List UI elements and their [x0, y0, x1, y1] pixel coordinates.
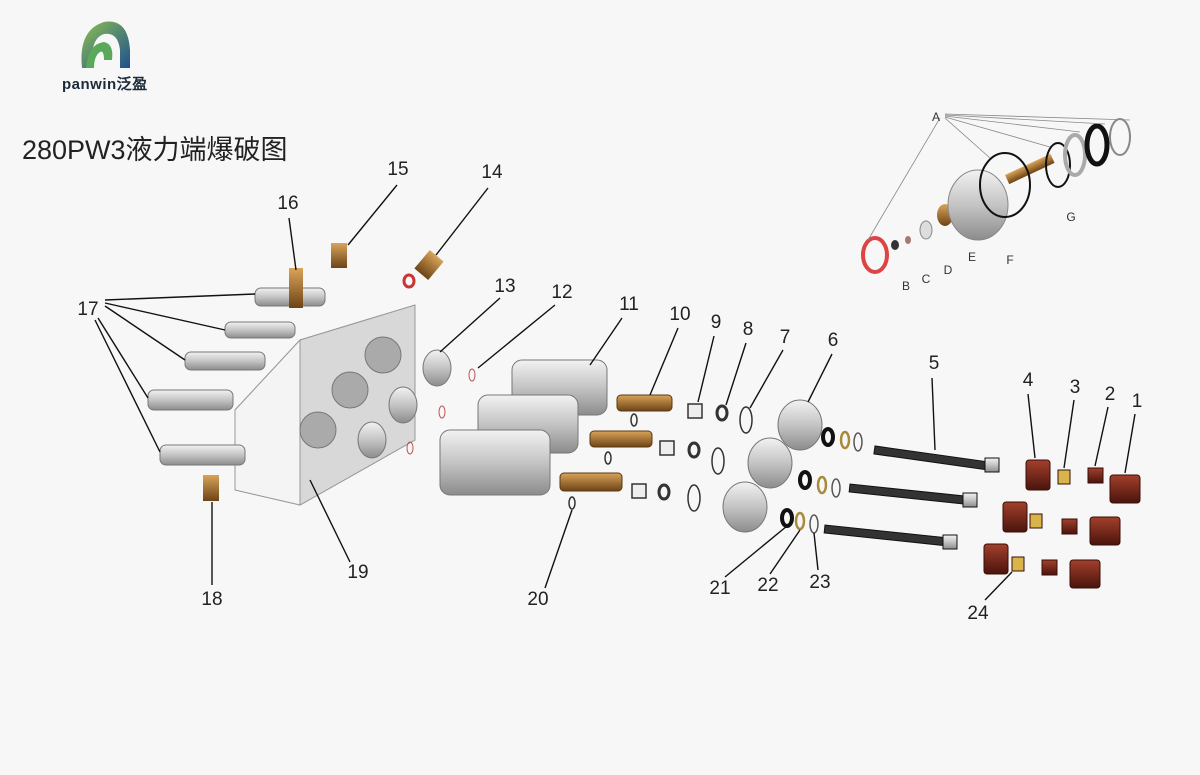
part-label-20: 20 [527, 589, 549, 610]
leader-lines [94, 184, 1136, 601]
part-label-16: 16 [277, 193, 299, 214]
part-label-6: 6 [827, 330, 839, 351]
part-label-22: 22 [757, 575, 779, 596]
detail-label-a: A [931, 110, 941, 124]
part-label-11: 11 [619, 294, 639, 315]
page-title: 280PW3液力端爆破图 [22, 135, 288, 165]
cylinders [439, 359, 608, 496]
detail-label-c: C [921, 272, 931, 286]
detail-label-g: G [1066, 210, 1076, 224]
logo-mark [81, 21, 130, 68]
part-label-8: 8 [742, 319, 754, 340]
detail-label-e: E [967, 250, 977, 264]
part-label-10: 10 [669, 304, 691, 325]
rods [823, 445, 1000, 550]
detail-inset [861, 113, 1131, 274]
part-label-23: 23 [809, 572, 831, 593]
brand-name: panwin泛盈 [62, 76, 148, 93]
part-label-2: 2 [1104, 384, 1116, 405]
part-label-15: 15 [387, 159, 409, 180]
part-label-17: 17 [77, 299, 99, 320]
detail-label-b: B [901, 279, 911, 293]
sleeves [559, 394, 673, 492]
part-label-19: 19 [347, 562, 369, 583]
part-label-4: 4 [1022, 370, 1034, 391]
valve-seats [722, 399, 863, 534]
part-label-1: 1 [1131, 391, 1143, 412]
part-label-21: 21 [709, 578, 731, 599]
part-label-13: 13 [494, 276, 516, 297]
fittings [203, 243, 444, 501]
detail-label-d: D [943, 263, 953, 277]
nuts [983, 459, 1141, 589]
part-label-9: 9 [710, 312, 722, 333]
part-label-12: 12 [551, 282, 573, 303]
part-label-7: 7 [779, 327, 791, 348]
detail-label-f: F [1006, 253, 1014, 267]
part-label-14: 14 [481, 162, 503, 183]
valve-caps [357, 349, 476, 459]
rings [568, 403, 753, 512]
part-label-24: 24 [967, 603, 989, 624]
part-label-3: 3 [1069, 377, 1081, 398]
part-label-5: 5 [928, 353, 940, 374]
part-label-18: 18 [201, 589, 223, 610]
